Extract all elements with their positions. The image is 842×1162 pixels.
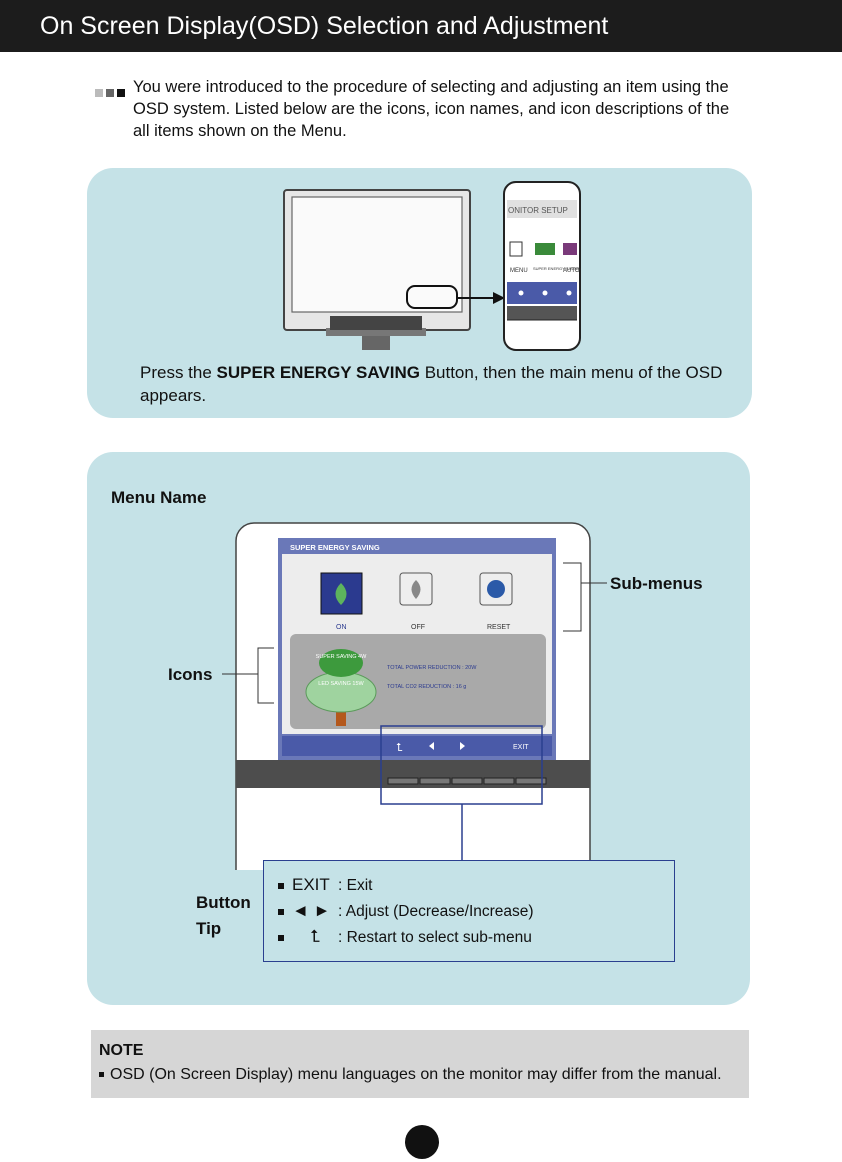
tip-row-restart: ⮤: Restart to select sub-menu [278,927,532,947]
note-text: OSD (On Screen Display) menu languages o… [99,1066,722,1084]
intro-paragraph: You were introduced to the procedure of … [133,78,730,140]
zoom-ses-label: SUPER ENERGY SAVING [533,266,581,271]
zoom-menu-label: MENU [510,268,528,274]
tree-lower-label: LED SAVING 15W [318,681,364,687]
zoom-header: ONITOR SETUP [508,206,568,215]
return-arrow-icon: ⮤ [309,927,321,946]
option-off-label: OFF [411,624,425,631]
page-number-badge [405,1125,439,1159]
zoom-box: ONITOR SETUP MENU SUPER ENERGY SAVING AU… [503,181,581,351]
page-title: On Screen Display(OSD) Selection and Adj… [40,12,609,40]
tip-row-adjust: ◄ ►: Adjust (Decrease/Increase) [278,901,534,921]
left-arrow-icon [429,742,434,750]
option-reset-label: RESET [487,624,511,631]
reset-icon [479,572,513,606]
osd-title: SUPER ENERGY SAVING [290,543,380,552]
right-arrow-icon [460,742,465,750]
leaf-off-icon [399,572,433,606]
exit-label: EXIT [513,744,529,751]
menu-name-label: Menu Name [111,488,207,507]
tree-upper-label: SUPER SAVING 4W [316,654,367,660]
panel1-caption: Press the SUPER ENERGY SAVING Button, th… [140,363,723,405]
tip-row-exit: EXIT: Exit [278,875,372,895]
icons-label: Icons [168,665,213,684]
power-reduction-text: TOTAL POWER REDUCTION : 20W [387,665,477,671]
zoom-auto-label: AUTO [563,268,580,274]
note-title: NOTE [99,1042,144,1059]
button-tip-label: Button Tip [196,893,251,938]
arrow-icon [457,292,505,304]
osd-illustration: SUPER ENERGY SAVING ON OFF RESET SUPER S… [222,522,607,870]
return-arrow-icon: ⮤ [396,742,403,754]
intro-bullet-squares [95,84,135,97]
monitor-illustration: ONITOR SETUP MENU SUPER ENERGY SAVING AU… [283,181,581,351]
option-on-label: ON [336,624,347,631]
sub-menus-label: Sub-menus [610,574,703,593]
title-bar: On Screen Display(OSD) Selection and Adj… [0,0,842,52]
button-tip-box: EXIT: Exit ◄ ►: Adjust (Decrease/Increas… [263,860,675,962]
tree-icon: SUPER SAVING 4W LED SAVING 15W [305,649,377,726]
co2-reduction-text: TOTAL CO2 REDUCTION : 16 g [387,684,466,690]
note-box: NOTE OSD (On Screen Display) menu langua… [91,1030,749,1098]
monitor-icon [283,189,471,350]
leaf-on-icon [320,572,363,615]
